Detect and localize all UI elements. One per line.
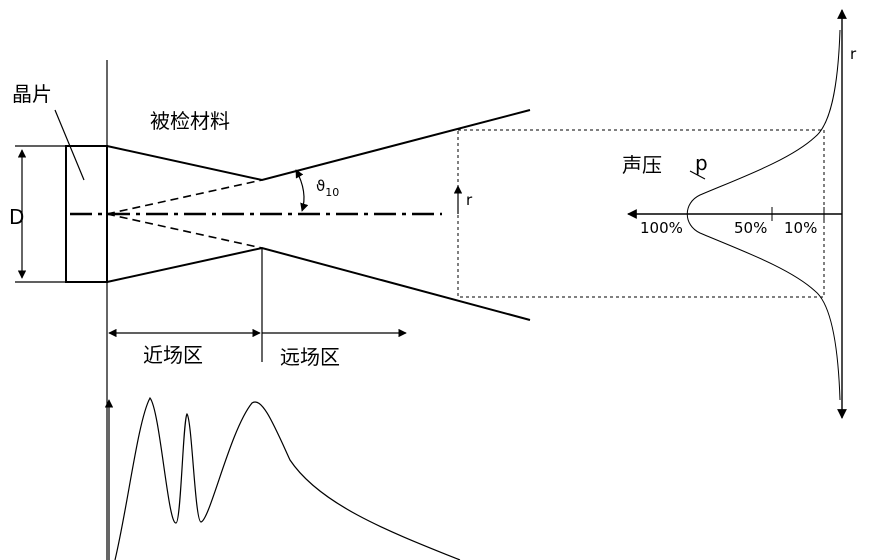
radius-label-mid: r xyxy=(466,191,473,209)
percent-100-label: 100% xyxy=(640,219,683,237)
pressure-profile-curve xyxy=(686,29,841,401)
angle-label: ϑ10 xyxy=(316,177,339,199)
projection-box xyxy=(457,129,825,298)
diameter-label: D xyxy=(9,205,24,229)
beam-lower-edge xyxy=(106,246,531,321)
percent-50-label: 50% xyxy=(734,219,767,237)
axial-pressure-curve xyxy=(114,396,461,560)
far-field-label: 远场区 xyxy=(280,345,340,369)
pressure-symbol: p xyxy=(695,151,708,175)
percent-10-label: 10% xyxy=(784,219,817,237)
divergence-lower-dashed xyxy=(106,213,263,249)
radius-label-right: r xyxy=(850,45,857,63)
divergence-upper-dashed xyxy=(106,179,263,215)
crystal-label: 晶片 xyxy=(12,82,52,106)
near-field-label: 近场区 xyxy=(143,343,203,367)
material-label: 被检材料 xyxy=(150,109,230,133)
angle-arc xyxy=(295,169,309,212)
pressure-label: 声压 xyxy=(622,153,662,177)
crystal-label-leader xyxy=(54,109,85,181)
pressure-label-leader xyxy=(689,170,706,180)
